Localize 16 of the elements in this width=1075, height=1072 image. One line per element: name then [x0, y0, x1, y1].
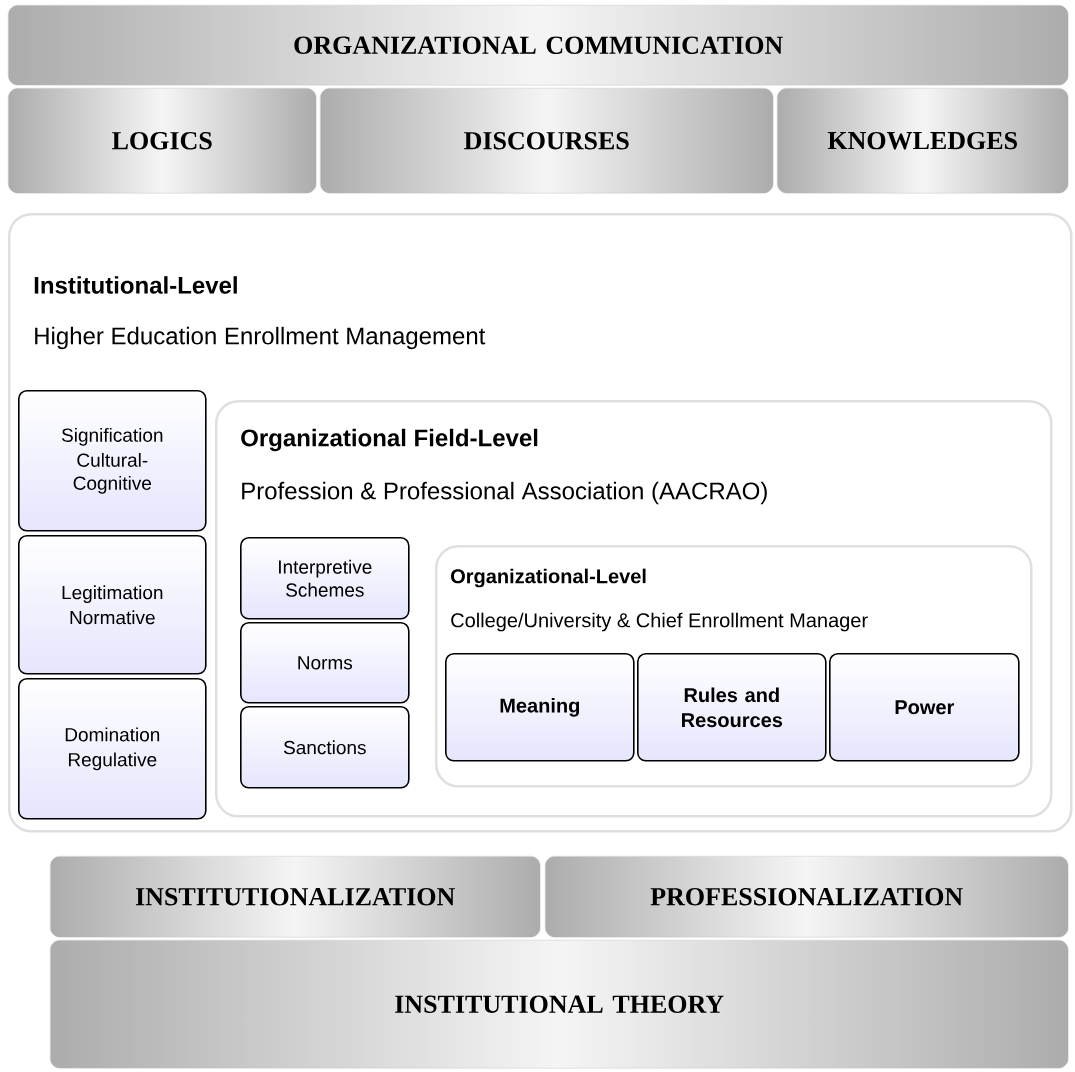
concept-box: Rules and Resources: [637, 653, 827, 762]
banner-box: LOGICS: [8, 88, 317, 194]
concept-box: Meaning: [445, 653, 635, 762]
concept-box: Sanctions: [240, 706, 410, 789]
concept-box: Interpretive Schemes: [240, 537, 410, 620]
concept-box: Norms: [240, 622, 410, 704]
concept-box: Legitimation Normative: [18, 535, 207, 675]
banner-box: INSTITUTIONALIZATION: [50, 856, 541, 938]
banner-box: DISCOURSES: [320, 88, 774, 194]
concept-box: Domination Regulative: [18, 678, 207, 820]
banner-box: ORGANIZATIONAL COMMUNICATION: [8, 5, 1069, 86]
banner-box: KNOWLEDGES: [777, 88, 1069, 194]
concept-box: Power: [829, 653, 1020, 762]
concept-box: Signification Cultural-Cognitive: [18, 390, 207, 532]
banner-box: PROFESSIONALIZATION: [545, 856, 1069, 938]
banner-box: INSTITUTIONAL THEORY: [50, 940, 1069, 1069]
